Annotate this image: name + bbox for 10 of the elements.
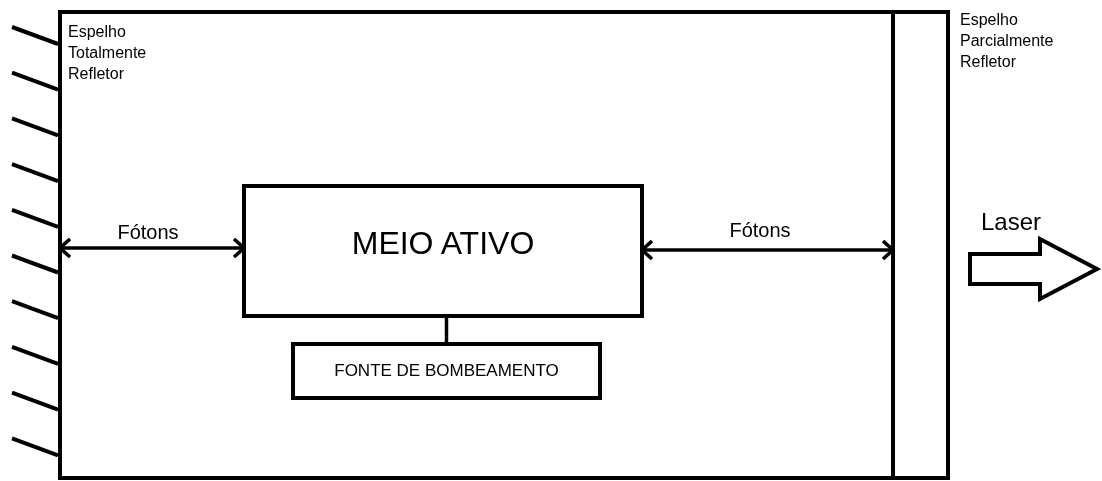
mirror-box: [891, 10, 950, 480]
connector-line: [444, 316, 449, 344]
box-label: MEIO ATIVO: [351, 224, 535, 263]
mirror-drawing: [10, 10, 62, 480]
block-arrow: [968, 235, 1102, 303]
mirror-label: Espelho Parcialmente Refletor: [960, 10, 1055, 72]
process-box: [291, 342, 602, 400]
box-label: FONTE DE BOMBEAMENTO: [334, 361, 559, 381]
process-box: [242, 184, 644, 318]
mirror-label: Espelho Totalmente Refletor: [68, 22, 148, 84]
